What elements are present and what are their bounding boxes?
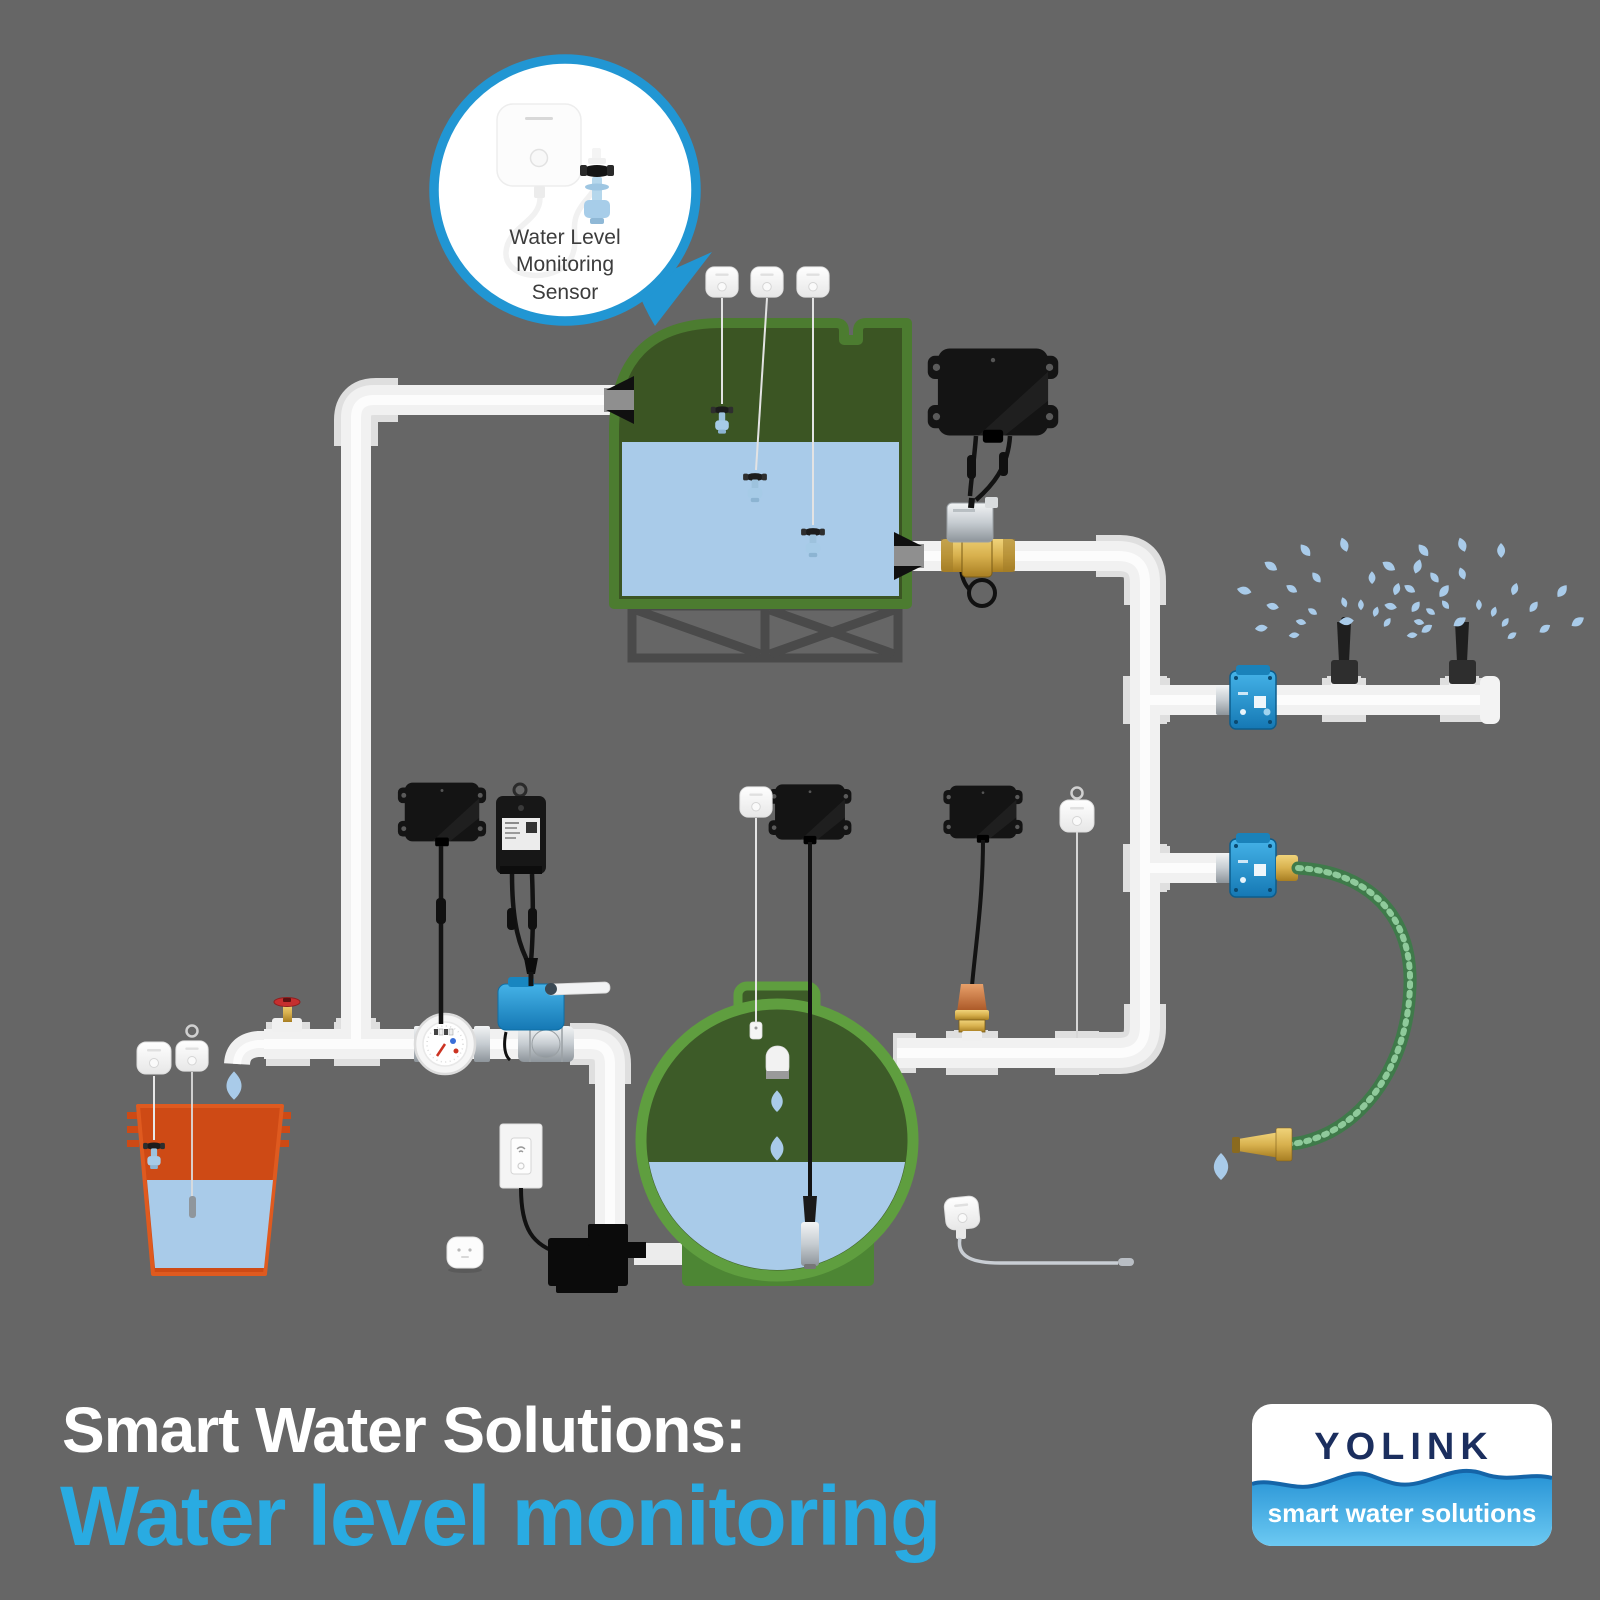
- hanging-loop-icon: [1070, 786, 1084, 800]
- hose-nozzle-icon: [1232, 1127, 1293, 1162]
- water-level-sensor: [739, 786, 773, 1040]
- water-level-sensor: [942, 1194, 1134, 1266]
- smart-button-icon: [446, 1236, 484, 1273]
- callout-label: Water Level Monitoring Sensor: [509, 226, 621, 304]
- page-title-line1: Smart Water Solutions:: [62, 1394, 746, 1466]
- control-box: [397, 782, 487, 1024]
- control-box: [927, 348, 1059, 509]
- brass-motorized-valve: [941, 497, 1015, 608]
- water-level-sensor: [1059, 786, 1095, 1038]
- tank-inlet-fitting: [604, 376, 634, 424]
- water-level-sensor-product-icon: [496, 103, 614, 279]
- control-box: [768, 784, 852, 1269]
- bucket-group: [127, 1024, 291, 1276]
- brass-coupling: [1276, 855, 1298, 881]
- pipe-end-cap: [1480, 676, 1500, 724]
- pressure-sensor-icon: [955, 984, 989, 1041]
- water-level-sensor: [136, 1041, 172, 1170]
- hanging-loop-icon: [185, 1024, 199, 1038]
- water-level-sensor: [743, 266, 784, 503]
- sprinkler-head-icon: [1331, 617, 1358, 684]
- tank-outlet-fitting: [894, 532, 924, 580]
- valve-lever-handle: [544, 981, 611, 996]
- smart-water-meter: [413, 1012, 490, 1076]
- round-tank-group: [635, 981, 919, 1286]
- logo-brand-text: YOLINK: [1314, 1426, 1494, 1468]
- garden-hose-icon: [1281, 861, 1417, 1151]
- elevated-tank-group: [604, 318, 924, 663]
- probe-tip-icon: [189, 1196, 196, 1218]
- water-pump-icon: [548, 1224, 646, 1293]
- water-level-sensor: [705, 266, 739, 434]
- tank-water-level: [622, 442, 899, 596]
- logo-water-graphic: [1252, 1470, 1552, 1546]
- cable-loop: [967, 578, 997, 608]
- water-level-sensor: [796, 266, 830, 558]
- submersible-probe-icon: [801, 1196, 819, 1269]
- blue-motorized-valve: [497, 977, 611, 1062]
- control-box: [943, 785, 1023, 1041]
- callout-tail: [636, 252, 712, 326]
- bucket-water-level: [147, 1180, 273, 1268]
- drip-sensor-icon: [765, 1045, 790, 1079]
- faucet-gate-valve: [272, 997, 302, 1032]
- meter-needle: [435, 1043, 447, 1057]
- meter-odometer: [434, 1028, 454, 1036]
- valve-actuator: [946, 502, 994, 543]
- callout-bubble: [429, 54, 712, 326]
- smart-hose-valve: [1216, 833, 1298, 898]
- water-level-sensor: [175, 1024, 209, 1218]
- smart-sprinkler-valve: [1216, 665, 1277, 730]
- logo-tagline-text: smart water solutions: [1267, 1498, 1537, 1528]
- page-title-line2: Water level monitoring: [60, 1469, 941, 1563]
- yolink-logo-badge: [1252, 1404, 1552, 1546]
- probe-tip-icon: [1118, 1258, 1134, 1266]
- relay-device: [496, 782, 546, 986]
